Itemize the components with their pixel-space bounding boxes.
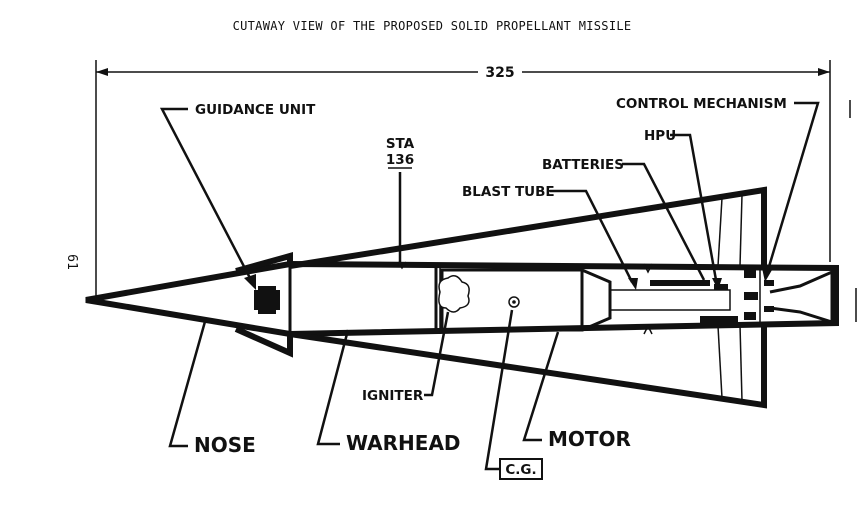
control-mechanism-label: CONTROL MECHANISM [616, 96, 787, 112]
nose-label: NOSE [194, 433, 256, 457]
guidance-unit-cap [258, 286, 276, 290]
blast-tube-callout: BLAST TUBE [462, 184, 638, 290]
aft-fin-upper [289, 186, 767, 269]
page-number: 61 [64, 254, 79, 270]
igniter [438, 275, 470, 313]
hpu-callout: HPU [644, 128, 722, 290]
control-mechanism-callout: CONTROL MECHANISM [616, 96, 820, 282]
control-mechanism-part [764, 280, 774, 286]
fin-rib [717, 197, 723, 267]
cg-callout: C.G. [484, 309, 543, 480]
missile-body [85, 186, 839, 409]
control-mechanism-part [764, 306, 774, 312]
hpu-component [714, 284, 728, 290]
fin-rib [739, 194, 743, 267]
warhead-label: WARHEAD [346, 431, 461, 455]
station-value: 136 [386, 152, 414, 168]
cg-leader [484, 309, 514, 471]
fin-rib [739, 324, 743, 402]
blast-tube [609, 289, 731, 311]
hpu-label: HPU [644, 128, 676, 144]
control-mechanism-part [744, 270, 756, 278]
control-mechanism-part [744, 312, 756, 320]
control-mechanism-part [744, 292, 758, 300]
control-mechanism-leader [766, 101, 820, 271]
dimension-arrow-right [818, 68, 830, 76]
nose-leader [168, 317, 208, 448]
batteries-leader [622, 162, 706, 281]
nozzle-exit [769, 269, 834, 325]
batteries-label: BATTERIES [542, 157, 624, 173]
guidance-unit-arrow [244, 274, 256, 290]
overall-length-dimension: 325 [95, 60, 831, 298]
forward-fin-lower [234, 326, 293, 358]
igniter-callout: IGNITER [362, 311, 450, 404]
bracket [643, 324, 653, 335]
guidance-unit-label: GUIDANCE UNIT [195, 102, 316, 118]
forward-fin-upper [235, 252, 293, 274]
igniter-label: IGNITER [362, 388, 424, 404]
dimension-arrow-left [96, 68, 108, 76]
aft-fin-lower [289, 324, 767, 409]
overall-length-value: 325 [485, 65, 514, 81]
hpu-arrow [712, 278, 722, 290]
warhead-callout: WARHEAD [316, 329, 461, 455]
guidance-unit-leader [159, 107, 252, 279]
cg-marker-center [512, 300, 516, 304]
igniter-leader [424, 311, 450, 397]
diagram-title: CUTAWAY VIEW OF THE PROPOSED SOLID PROPE… [233, 19, 632, 33]
fin-rib [717, 325, 723, 399]
guidance-unit-callout: GUIDANCE UNIT [159, 102, 316, 290]
guidance-unit-block [254, 290, 280, 310]
motor-leader [522, 331, 560, 442]
blast-tube-arrow [628, 278, 638, 290]
station-label: STA [386, 136, 415, 152]
fuselage-outline [85, 260, 839, 338]
guidance-unit-base [258, 310, 276, 314]
station-marker: STA 136 [386, 136, 415, 266]
cg-label: C.G. [505, 462, 536, 478]
motor-label: MOTOR [548, 427, 631, 451]
bracket [643, 263, 653, 274]
batteries-block [650, 280, 710, 286]
motor-callout: MOTOR [522, 331, 631, 451]
blast-tube-label: BLAST TUBE [462, 184, 555, 200]
control-mechanism-arrow [762, 268, 772, 282]
blast-tube-leader [550, 189, 634, 283]
warhead-leader [316, 329, 350, 446]
batteries-callout: BATTERIES [542, 157, 706, 281]
hpu-block [700, 316, 738, 326]
nose-callout: NOSE [168, 317, 256, 457]
nozzle-convergent [581, 268, 612, 332]
hpu-leader [670, 133, 718, 281]
